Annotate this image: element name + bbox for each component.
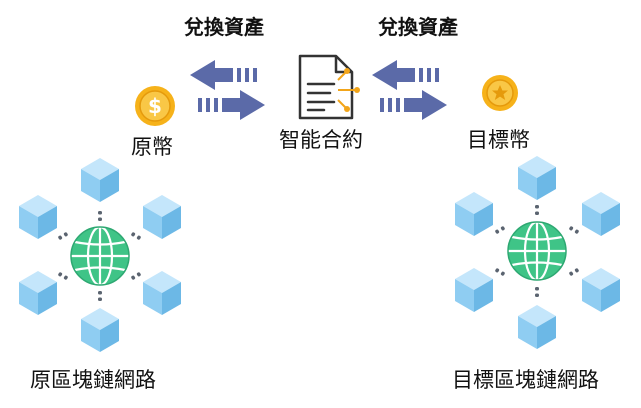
globe-icon [69, 225, 131, 287]
svg-text:$: $ [148, 94, 162, 118]
dollar-coin-icon: $ [135, 86, 175, 126]
smart-contract-document-icon [298, 54, 360, 120]
cube-icon [143, 195, 181, 239]
swap-assets-label-right: 兌換資產 [378, 15, 458, 39]
cube-icon [143, 271, 181, 315]
globe-icon [506, 220, 568, 282]
cube-icon [81, 158, 119, 202]
swap-assets-label-left: 兌換資產 [184, 15, 264, 39]
target-blockchain-network [455, 156, 620, 349]
target-blockchain-label: 目標區塊鏈網路 [452, 368, 599, 392]
cube-icon [582, 192, 620, 236]
cube-icon [455, 192, 493, 236]
cube-icon [582, 268, 620, 312]
source-coin-label: 原幣 [131, 135, 173, 159]
target-coin-label: 目標幣 [467, 128, 530, 152]
left-swap-arrows-icon [190, 60, 265, 120]
cube-icon [81, 308, 119, 352]
cube-icon [19, 271, 57, 315]
source-blockchain-label: 原區塊鏈網路 [30, 368, 156, 392]
smart-contract-label: 智能合約 [279, 128, 363, 152]
cube-icon [518, 156, 556, 200]
source-blockchain-network [19, 158, 181, 352]
cube-icon [455, 268, 493, 312]
right-swap-arrows-icon [372, 60, 447, 120]
cube-icon [518, 305, 556, 349]
star-coin-icon [482, 75, 518, 111]
cube-icon [19, 195, 57, 239]
